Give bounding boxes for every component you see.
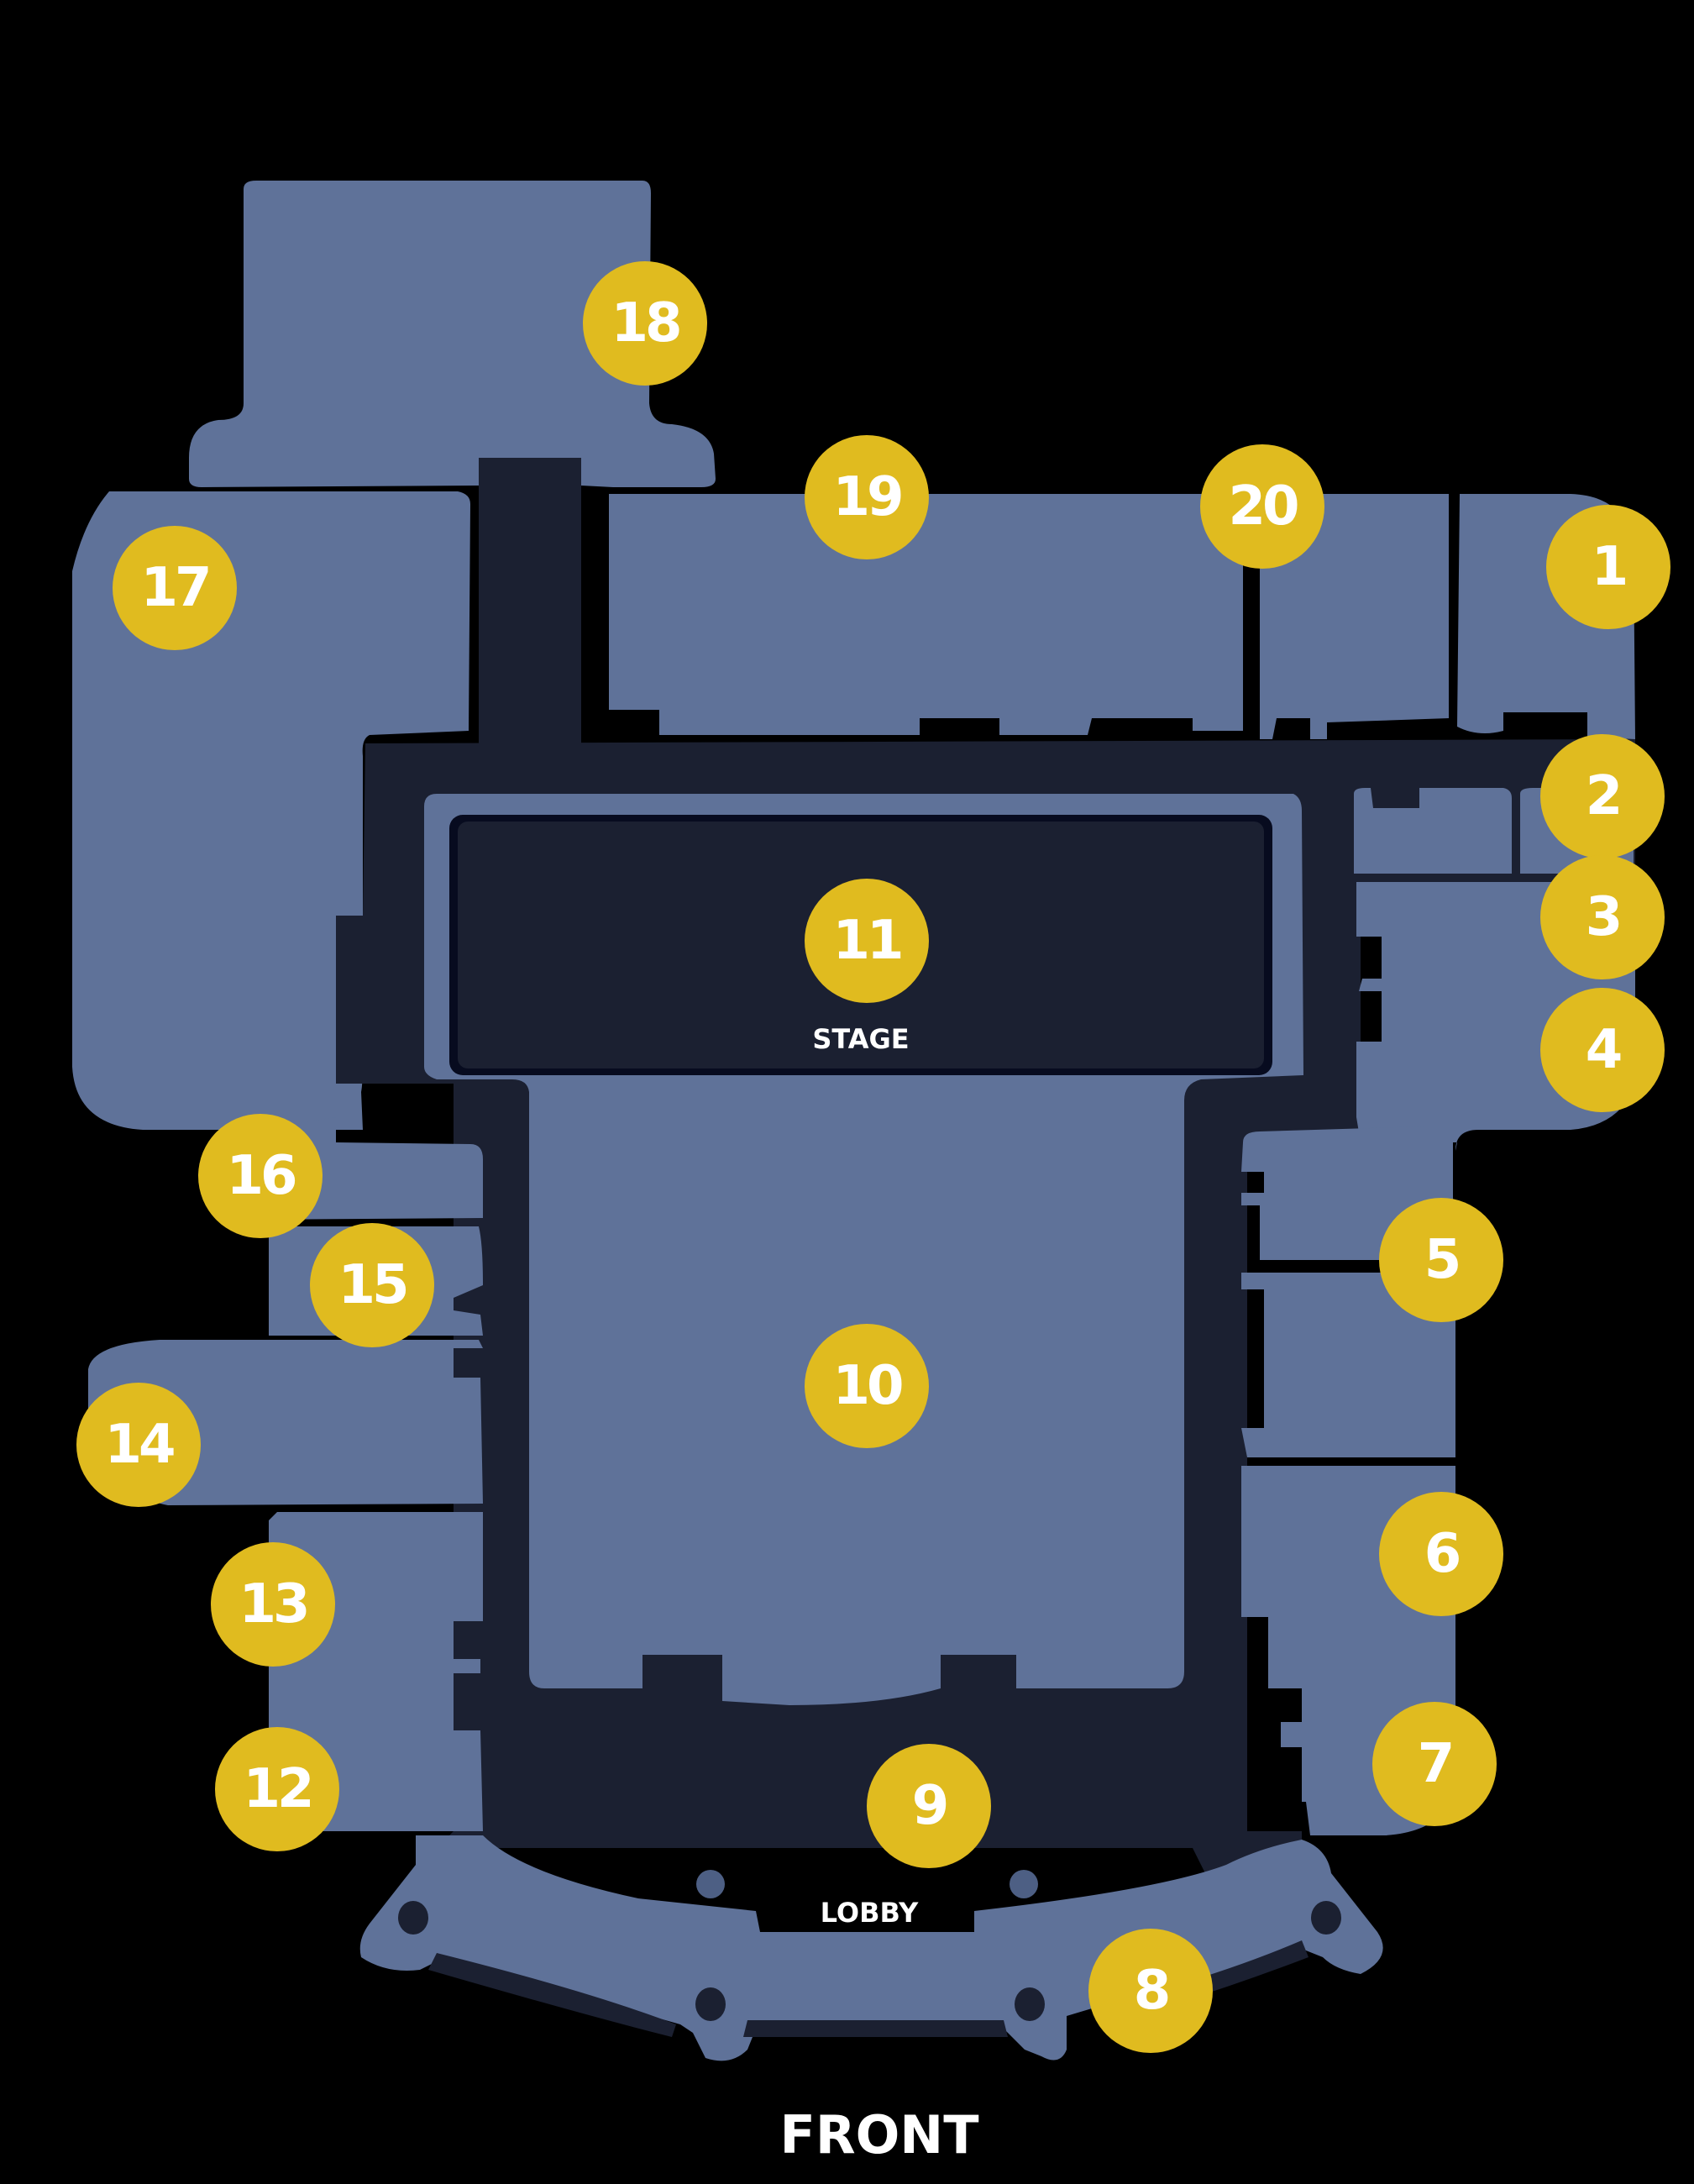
- location-marker-3[interactable]: 3: [1540, 855, 1665, 979]
- location-marker-19[interactable]: 19: [805, 435, 929, 559]
- location-marker-8[interactable]: 8: [1088, 1929, 1213, 2053]
- lobby-label: LOBBY: [820, 1897, 919, 1929]
- location-marker-2[interactable]: 2: [1540, 734, 1665, 858]
- room-2a[interactable]: [1354, 788, 1512, 874]
- location-marker-15[interactable]: 15: [310, 1223, 434, 1347]
- stage-label: STAGE: [812, 1023, 910, 1055]
- location-marker-1[interactable]: 1: [1546, 505, 1670, 629]
- location-marker-12[interactable]: 12: [215, 1727, 339, 1851]
- column: [398, 1901, 428, 1935]
- corridor-north: [479, 458, 581, 748]
- room-18[interactable]: [189, 181, 716, 487]
- location-marker-7[interactable]: 7: [1372, 1702, 1497, 1826]
- location-marker-9[interactable]: 9: [867, 1744, 991, 1868]
- room-20[interactable]: [1260, 494, 1449, 739]
- lobby-step-center: [743, 2020, 1008, 2037]
- location-marker-14[interactable]: 14: [76, 1383, 201, 1507]
- location-marker-11[interactable]: 11: [805, 879, 929, 1003]
- lobby-step-left: [428, 1953, 676, 2037]
- location-marker-5[interactable]: 5: [1379, 1198, 1503, 1322]
- column: [1015, 1987, 1045, 2021]
- location-marker-6[interactable]: 6: [1379, 1492, 1503, 1616]
- column: [1311, 1901, 1341, 1935]
- room-17[interactable]: [72, 491, 470, 1130]
- front-label: FRONT: [779, 2104, 979, 2166]
- column: [1010, 1870, 1038, 1898]
- location-marker-16[interactable]: 16: [198, 1114, 323, 1238]
- location-marker-18[interactable]: 18: [583, 261, 707, 386]
- room-19[interactable]: [609, 494, 1243, 735]
- column: [695, 1987, 726, 2021]
- room-5b[interactable]: [1241, 1273, 1455, 1457]
- location-marker-13[interactable]: 13: [211, 1542, 335, 1667]
- location-marker-4[interactable]: 4: [1540, 988, 1665, 1112]
- location-marker-10[interactable]: 10: [805, 1324, 929, 1448]
- column: [696, 1870, 725, 1898]
- location-marker-17[interactable]: 17: [113, 526, 237, 650]
- location-marker-20[interactable]: 20: [1200, 444, 1324, 569]
